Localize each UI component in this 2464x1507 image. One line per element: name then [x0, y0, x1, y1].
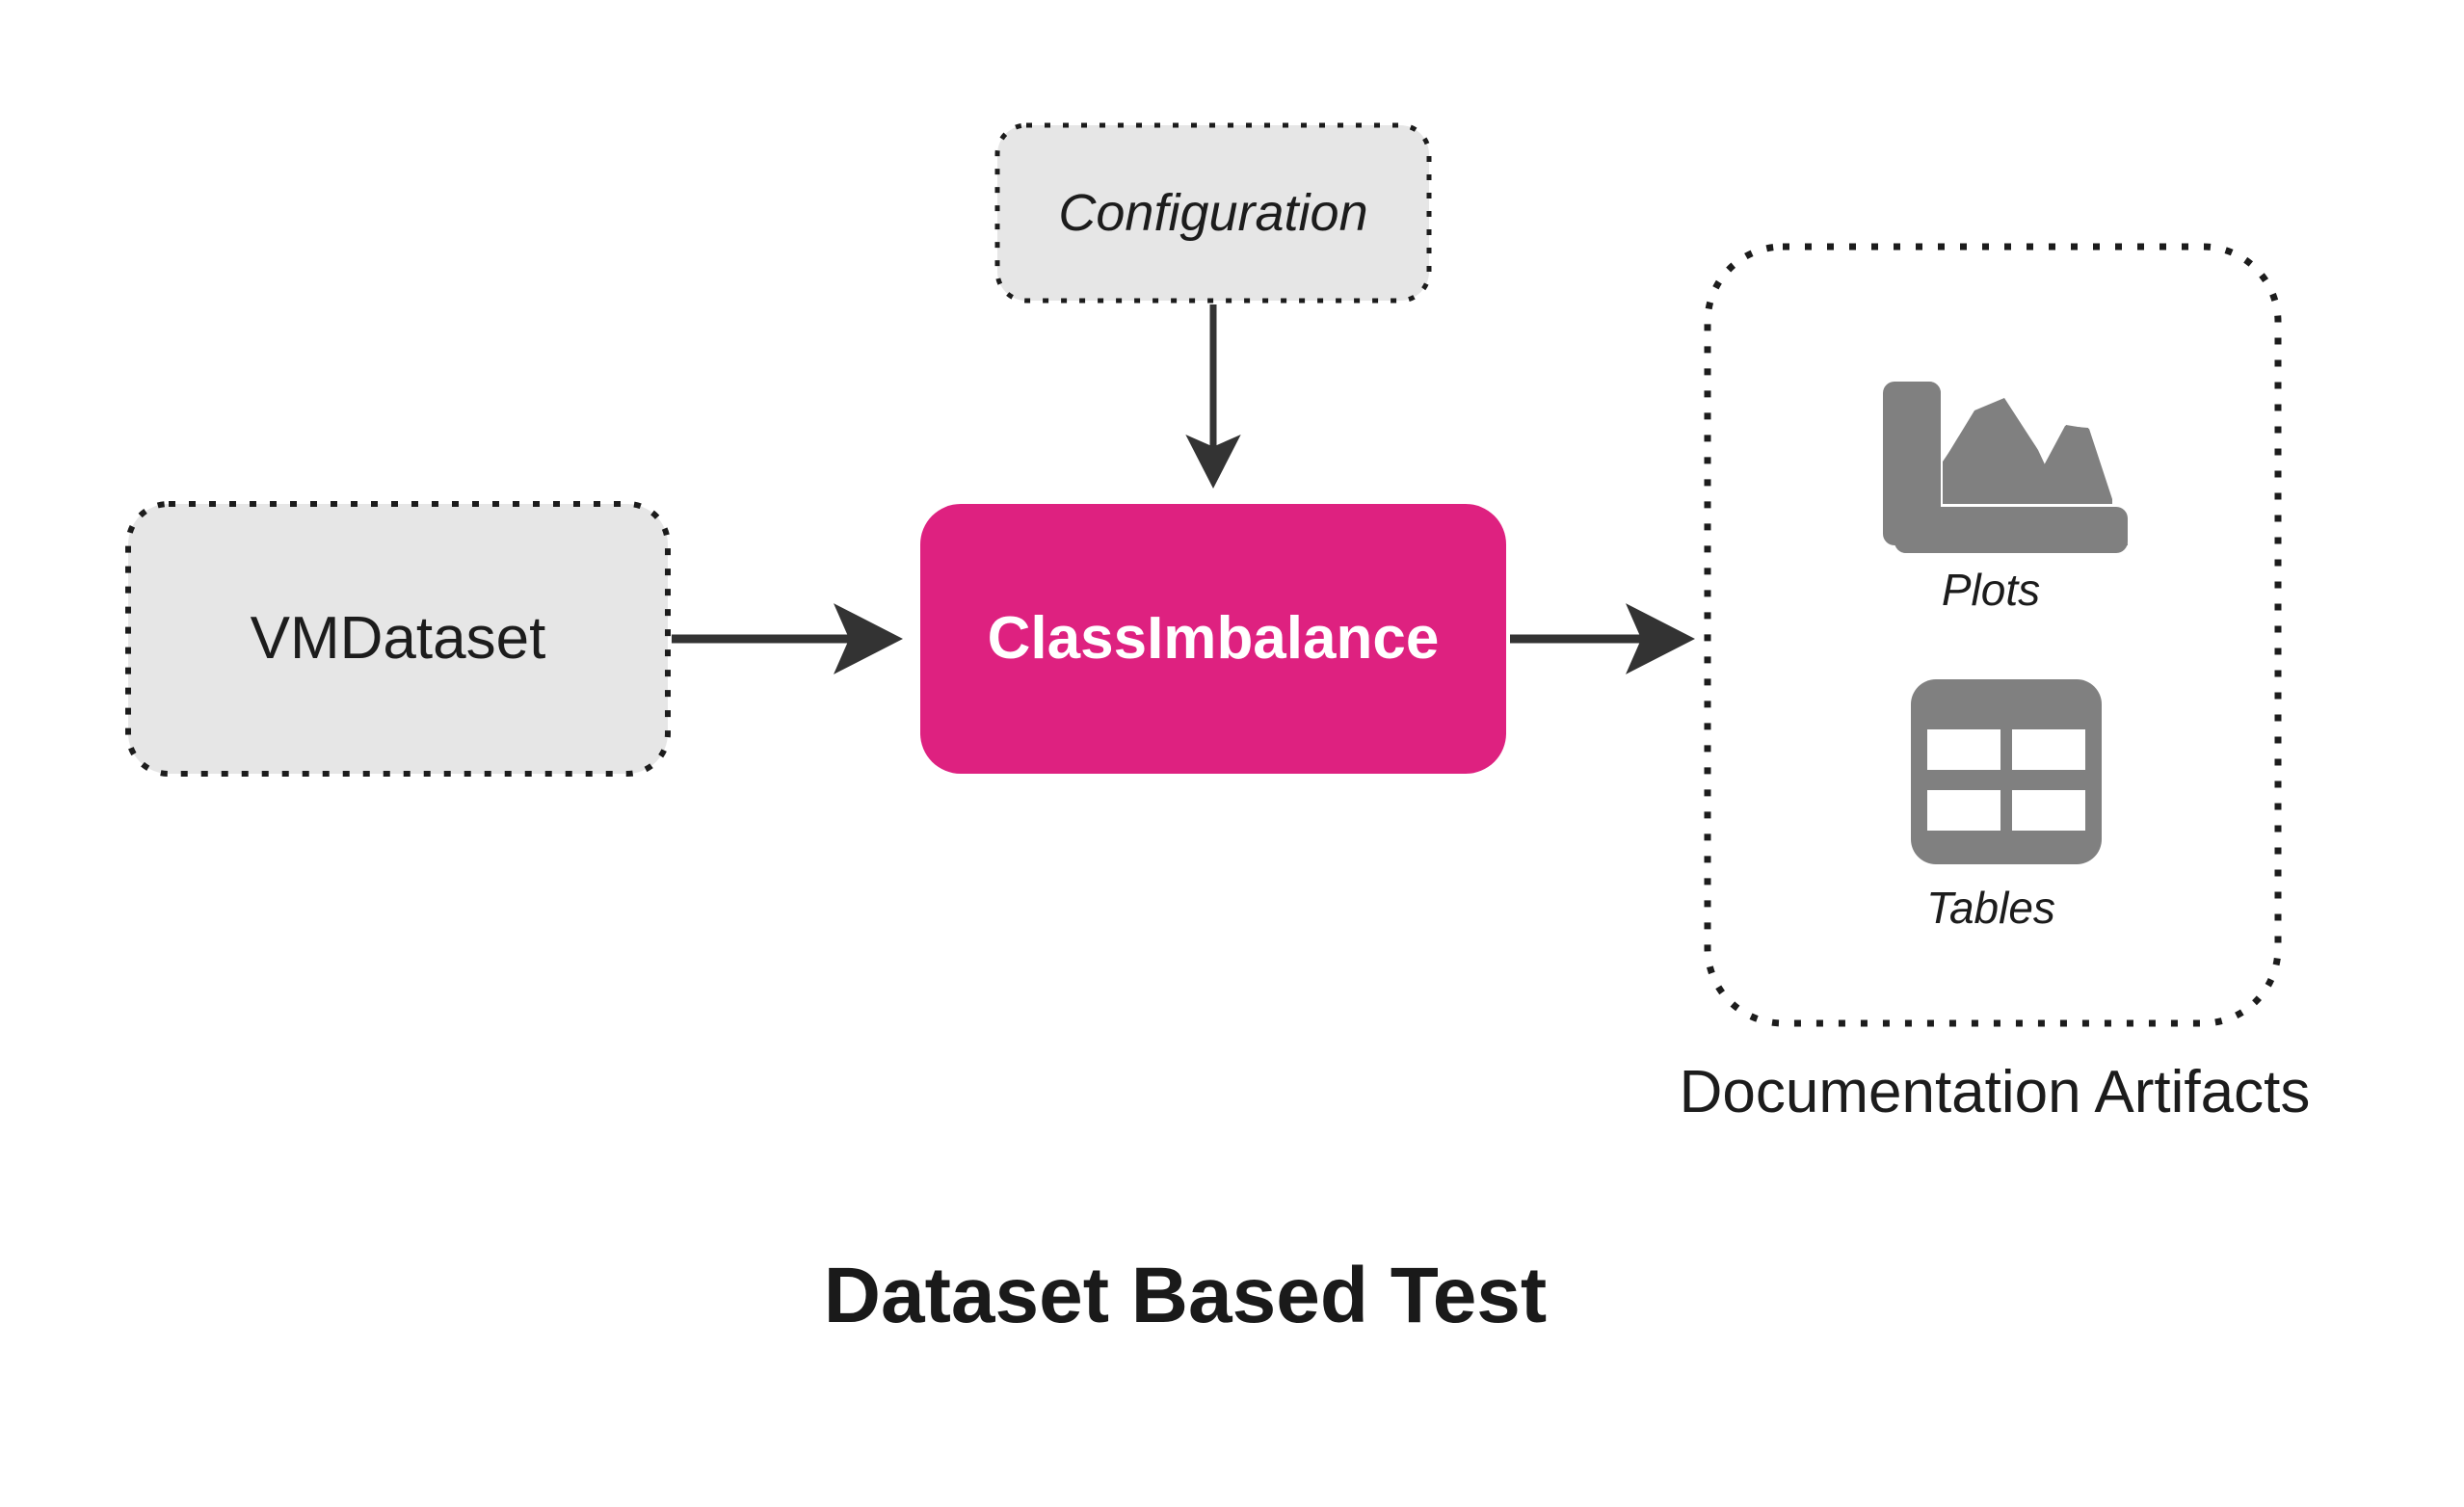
artifact-label-plots: Plots	[1941, 565, 2041, 615]
node-configuration-label: Configuration	[1058, 183, 1368, 242]
node-classimbalance-label: ClassImbalance	[987, 605, 1440, 673]
node-configuration-shape[interactable]	[994, 122, 1432, 304]
diagram-title: Dataset Based Test	[823, 1252, 1548, 1339]
artifacts-panel-caption: Documentation Artifacts	[1679, 1059, 2311, 1125]
plots-chart-icon	[1883, 382, 2128, 553]
artifact-label-tables: Tables	[1926, 883, 2055, 933]
artifacts-panel-shape[interactable]	[1704, 243, 2282, 1027]
tables-grid-icon	[1911, 679, 2102, 864]
node-vmdataset-label: VMDataset	[250, 605, 546, 673]
node-classimbalance-shape[interactable]	[920, 504, 1506, 774]
node-vmdataset-shape[interactable]	[125, 501, 671, 777]
